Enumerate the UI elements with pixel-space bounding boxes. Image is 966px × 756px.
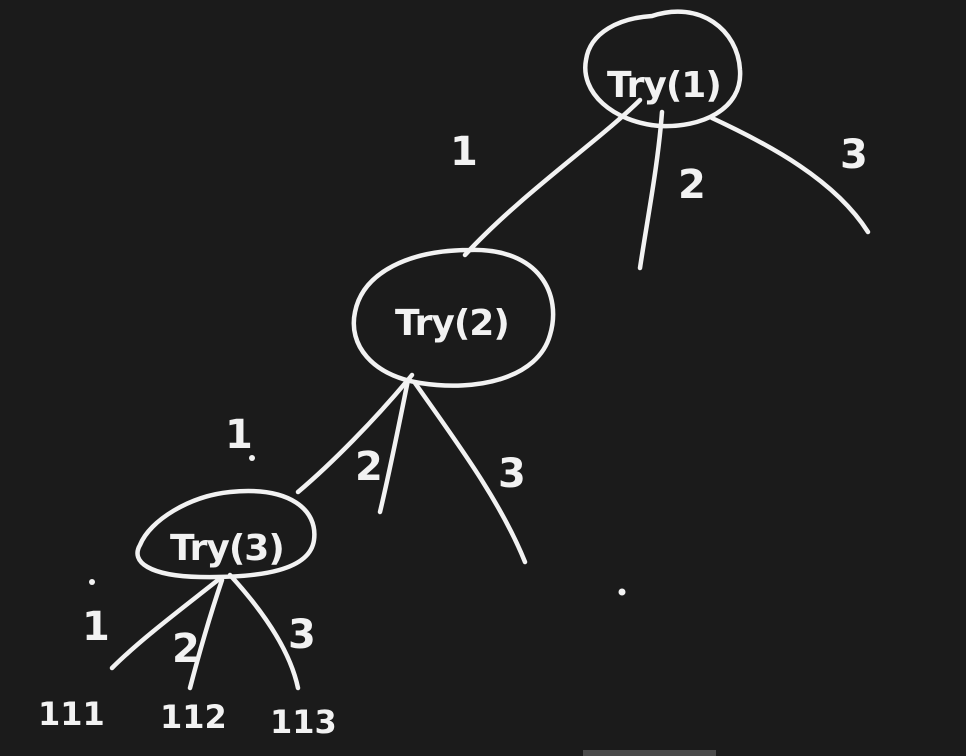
node-outline-mid xyxy=(351,247,556,388)
node-label-low: Try(3) xyxy=(170,528,284,569)
edge-label-mid-2: 2 xyxy=(355,444,383,490)
edge-root-2 xyxy=(637,109,665,271)
edge-mid-3 xyxy=(412,380,528,565)
node-outline-low xyxy=(135,488,317,580)
edge-mid-1 xyxy=(295,372,415,495)
edge-label-low-3: 3 xyxy=(288,612,316,658)
edge-label-root-1: 1 xyxy=(450,129,478,175)
ink-dot xyxy=(249,455,255,461)
node-label-mid: Try(2) xyxy=(395,303,509,344)
edge-label-root-2: 2 xyxy=(678,162,706,208)
edge-mid-2 xyxy=(377,377,411,515)
tree-node-mid: Try(2) xyxy=(351,247,556,388)
edge-low-2 xyxy=(187,577,225,691)
edge-label-low-2: 2 xyxy=(172,626,200,672)
edge-label-mid-1: 1 xyxy=(225,412,253,458)
leaf-label-112: 112 xyxy=(160,698,227,736)
edge-label-mid-3: 3 xyxy=(498,451,526,497)
leaf-label-113: 113 xyxy=(270,703,337,741)
tree-node-low: Try(3) xyxy=(135,488,317,580)
edge-label-root-3: 3 xyxy=(840,132,868,178)
video-progress-bar[interactable] xyxy=(583,750,716,756)
edge-label-low-1: 1 xyxy=(82,604,110,650)
edge-low-1 xyxy=(109,577,221,671)
ink-dot xyxy=(89,579,95,585)
leaf-label-111: 111 xyxy=(38,695,105,733)
tree-node-root: Try(1) xyxy=(583,9,743,129)
ink-dot xyxy=(618,588,626,596)
edge-root-3 xyxy=(709,115,871,235)
node-label-root: Try(1) xyxy=(607,65,721,106)
edge-root-1 xyxy=(462,97,643,258)
edge-low-3 xyxy=(227,572,301,691)
